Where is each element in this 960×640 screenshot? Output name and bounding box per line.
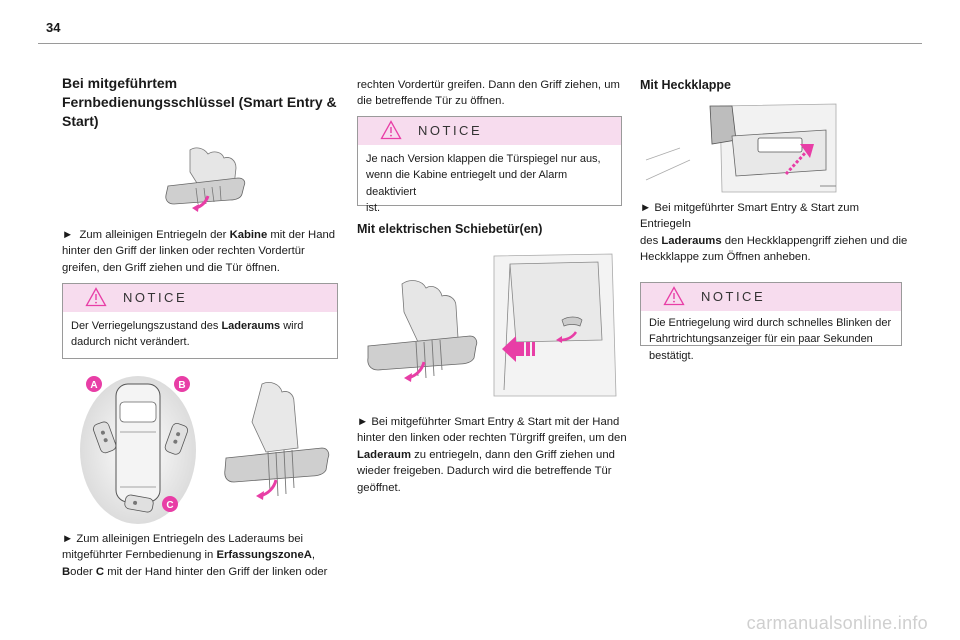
notice-body: Der Verriegelungszustand des Laderaums w… <box>71 318 329 351</box>
watermark-text: carmanualsonline.info <box>746 613 928 633</box>
notice-body: Je nach Version klappen die Türspiegel n… <box>366 151 613 216</box>
para-line: rechten Vordertür greifen. Dann den Grif… <box>357 79 620 91</box>
bold-span: Laderaums <box>221 320 281 332</box>
heading-line-1: Bei mitgeführtem <box>62 75 178 91</box>
heading-line-3: Start) <box>62 113 99 129</box>
zone-a-marker <box>86 376 102 392</box>
para-line: greifen, den Griff ziehen und die Tür öf… <box>62 261 280 274</box>
notice-header: NOTICE <box>641 283 901 311</box>
para-line: die betreffende Tür zu öffnen. <box>357 95 505 108</box>
tailgate-illustration <box>645 103 837 193</box>
notice-line: Fahrtrichtungsanzeiger für ein paar Seku… <box>649 333 873 346</box>
text-span: zu entriegeln, dann den Griff ziehen und <box>411 448 615 461</box>
bold-span: C <box>95 565 105 578</box>
text-span: Zum alleinigen Entriegeln der <box>79 229 230 241</box>
para-line: wieder freigeben. Dadurch wird die betre… <box>357 465 612 478</box>
bold-span: ErfassungszoneA <box>216 549 312 562</box>
paragraph-tailgate-unlock: ► Bei mitgeführter Smart Entry & Start z… <box>640 200 908 266</box>
notice-line: bestätigt. <box>649 349 694 362</box>
para-line: ► Bei mitgeführter Smart Entry & Start m… <box>357 416 620 428</box>
para-line: Boder C mit der Hand hinter den Griff de… <box>62 564 347 580</box>
warning-triangle-icon <box>85 287 107 307</box>
lift-direction-arrow <box>784 144 814 176</box>
bold-span: Laderaums <box>661 234 722 247</box>
hand-behind-handle-illustration <box>224 382 330 500</box>
paragraph-continuation: rechten Vordertür greifen. Dann den Grif… <box>357 77 627 110</box>
text-span: Der Verriegelungszustand des <box>71 320 222 332</box>
paragraph-sliding-door-unlock: ► Bei mitgeführter Smart Entry & Start m… <box>357 414 632 496</box>
section-heading-smart-entry: Bei mitgeführtem Fernbedienungsschlüssel… <box>62 74 337 131</box>
warning-triangle-icon <box>380 120 402 140</box>
notice-title: NOTICE <box>418 123 483 138</box>
para-line: ► Zum alleinigen Entriegeln der Kabine m… <box>62 227 342 243</box>
bullet-icon: ► <box>62 229 74 241</box>
paragraph-unlock-cabin: ► Zum alleinigen Entriegeln der Kabine m… <box>62 227 342 276</box>
text-span: den Heckklappengriff ziehen und die <box>721 234 908 247</box>
notice-header: NOTICE <box>63 284 337 312</box>
zone-c-label: C <box>166 500 173 511</box>
warning-triangle-icon <box>663 286 685 306</box>
para-line: Laderaum zu entriegeln, dann den Griff z… <box>357 447 632 463</box>
page-number: 34 <box>46 20 61 35</box>
heading-line-2: Fernbedienungsschlüssel (Smart Entry & <box>62 94 337 110</box>
hand-on-door-handle-illustration <box>165 147 246 212</box>
section-heading-tailgate: Mit Heckklappe <box>640 78 732 92</box>
para-line: hinter den Griff der linken oder rechten… <box>62 245 305 258</box>
notice-title: NOTICE <box>123 290 188 305</box>
slide-direction-arrow <box>502 336 535 362</box>
sliding-door-illustration <box>367 253 617 397</box>
notice-header: NOTICE <box>358 117 621 145</box>
notice-line: ist. <box>366 201 381 214</box>
notice-title: NOTICE <box>701 289 766 304</box>
notice-body: Die Entriegelung wird durch schnelles Bl… <box>649 315 893 364</box>
zone-c-marker <box>162 496 178 512</box>
notice-box-2: NOTICE Je nach Version klappen die Türsp… <box>357 116 622 214</box>
section-heading-sliding-doors: Mit elektrischen Schiebetür(en) <box>357 222 543 236</box>
text-span: , <box>311 549 316 562</box>
para-line: des Laderaums den Heckklappengriff ziehe… <box>640 233 908 249</box>
para-line: Heckklappe zum Öffnen anheben. <box>640 251 811 264</box>
notice-box-1: NOTICE Der Verriegelungszustand des Lade… <box>62 283 338 359</box>
text-span: des <box>640 234 662 247</box>
bold-span: Kabine <box>229 229 268 241</box>
para-line: ► Bei mitgeführter Smart Entry & Start z… <box>640 202 859 231</box>
header-rule <box>38 43 922 44</box>
text-span: wird <box>280 320 304 332</box>
para-line: ► Zum alleinigen Entriegeln des Laderaum… <box>62 533 304 545</box>
text-span: mit der Hand hinter den Griff der linken… <box>104 565 328 578</box>
para-line: mitgeführter Fernbedienung in Erfassungs… <box>62 547 347 563</box>
notice-line: wenn die Kabine entriegelt und der Alarm… <box>366 169 568 198</box>
zone-b-marker <box>174 376 190 392</box>
text-span: oder <box>70 565 96 578</box>
bold-span: B <box>62 565 71 578</box>
text-span: mit der Hand <box>267 229 336 241</box>
zone-a-label: A <box>90 380 97 391</box>
zone-b-label: B <box>178 380 185 391</box>
bold-span: Laderaum <box>357 448 411 461</box>
text-span: mitgeführter Fernbedienung in <box>62 549 217 562</box>
notice-line: Die Entriegelung wird durch schnelles Bl… <box>649 317 892 329</box>
detection-zones-diagram: A B C <box>80 376 196 524</box>
para-line: hinter den linken oder rechten Türgriff … <box>357 432 627 445</box>
notice-line: dadurch nicht verändert. <box>71 336 190 349</box>
para-line: geöffnet. <box>357 481 401 494</box>
notice-box-3: NOTICE Die Entriegelung wird durch schne… <box>640 282 902 362</box>
notice-line: Je nach Version klappen die Türspiegel n… <box>366 153 601 165</box>
paragraph-unlock-load-area: ► Zum alleinigen Entriegeln des Laderaum… <box>62 531 347 580</box>
notice-line: Der Verriegelungszustand des Laderaums w… <box>71 318 329 334</box>
